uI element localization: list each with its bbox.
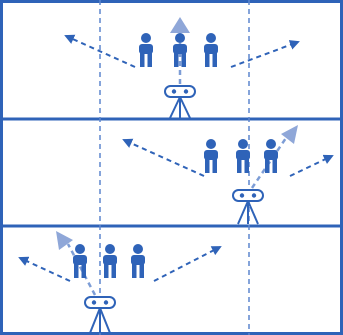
arrow-icon [153, 246, 222, 282]
panel-1 [64, 17, 300, 119]
highlight-arrow-icon [56, 231, 73, 250]
person-icon [73, 244, 87, 278]
tripod-icon [89, 307, 111, 334]
tripod-icon [237, 200, 259, 225]
highlight-arrow-icon [281, 125, 298, 144]
panel-2 [122, 125, 334, 225]
person-icon [204, 33, 218, 67]
person-icon [173, 33, 187, 67]
arrow-icon [289, 154, 334, 177]
person-icon [103, 244, 117, 278]
camera-icon [232, 189, 264, 202]
person-icon [131, 244, 145, 278]
arrow-icon [18, 256, 71, 282]
person-icon [264, 139, 278, 173]
camera-icon [164, 85, 196, 98]
person-icon [204, 139, 218, 173]
arrow-icon [122, 138, 205, 177]
arrow-icon [230, 40, 300, 68]
tripod-icon [169, 96, 191, 119]
arrow-icon [64, 34, 136, 68]
highlight-arrow-icon [170, 17, 190, 33]
person-icon [139, 33, 153, 67]
person-icon [236, 139, 250, 173]
camera-icon [84, 296, 116, 309]
panel-3 [18, 231, 222, 334]
